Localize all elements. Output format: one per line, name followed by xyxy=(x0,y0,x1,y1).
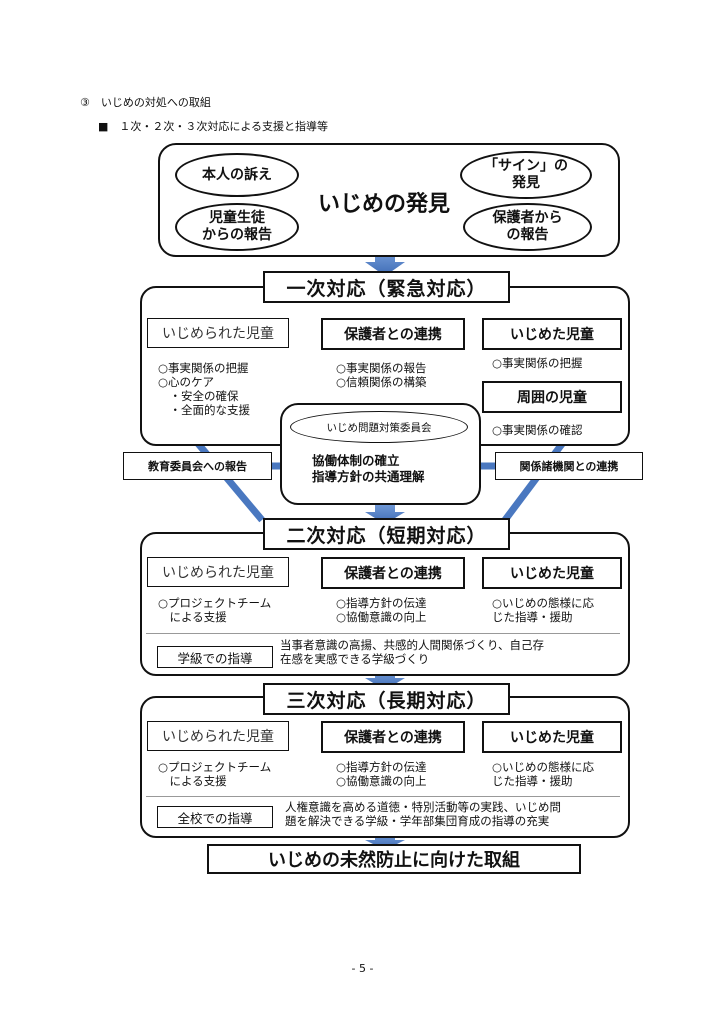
stage2-parents-items: ○指導方針の伝達 ○協働意識の向上 xyxy=(336,596,427,624)
oval-parent-report: 保護者から の報告 xyxy=(463,203,592,251)
stage3-divider xyxy=(146,796,620,797)
subsection-heading: ■ １次・２次・３次対応による支援と指導等 xyxy=(98,120,329,133)
stage1-surrounding-items: ○事実関係の確認 xyxy=(492,423,583,437)
stage1-perpetrator-items: ○事実関係の把握 xyxy=(492,356,583,370)
stage3-title: 三次対応（長期対応） xyxy=(263,683,510,715)
stage1-victim-label: いじめられた児童 xyxy=(147,318,289,348)
section-heading: ③ いじめの対処への取組 xyxy=(80,96,211,109)
stage3-parents-label: 保護者との連携 xyxy=(321,721,465,753)
committee-text: 協働体制の確立 指導方針の共通理解 xyxy=(312,453,425,484)
stage1-parents-label: 保護者との連携 xyxy=(321,318,465,350)
final-prevention-box: いじめの未然防止に向けた取組 xyxy=(207,844,581,874)
stage2-guidance-text: 当事者意識の高揚、共感的人間関係づくり、自己存 在感を実感できる学級づくり xyxy=(280,638,545,666)
arrow-stage3-to-final xyxy=(365,834,405,850)
stage3-victim-label: いじめられた児童 xyxy=(147,721,289,751)
arrow-stage2-to-stage3 xyxy=(365,672,405,690)
stage3-guidance-text: 人権意識を高める道徳・特別活動等の実践、いじめ問 題を解決できる学級・学年部集団… xyxy=(285,800,561,828)
stage1-surrounding-label: 周囲の児童 xyxy=(482,381,622,413)
oval-sign-discovery: 「サイン」の 発見 xyxy=(460,151,592,199)
stage3-victim-items: ○プロジェクトチーム による支援 xyxy=(158,760,272,788)
arrow-committee-to-stage2 xyxy=(365,505,405,524)
related-agencies-cooperation: 関係諸機関との連携 xyxy=(495,452,643,480)
committee-name: いじめ問題対策委員会 xyxy=(290,411,468,443)
stage1-parents-items: ○事実関係の報告 ○信頼関係の構築 xyxy=(336,361,427,389)
stage2-parents-label: 保護者との連携 xyxy=(321,557,465,589)
stage2-perpetrator-items: ○いじめの態様に応 じた指導・援助 xyxy=(492,596,595,624)
stage1-perpetrator-label: いじめた児童 xyxy=(482,318,622,350)
stage3-guidance-label: 全校での指導 xyxy=(157,806,273,828)
stage2-perpetrator-label: いじめた児童 xyxy=(482,557,622,589)
stage2-title: 二次対応（短期対応） xyxy=(263,518,510,550)
stage3-parents-items: ○指導方針の伝達 ○協働意識の向上 xyxy=(336,760,427,788)
stage1-victim-items: ○事実関係の把握 ○心のケア ・安全の確保 ・全面的な支援 xyxy=(158,361,250,417)
board-of-education-report: 教育委員会への報告 xyxy=(123,452,272,480)
stage2-victim-items: ○プロジェクトチーム による支援 xyxy=(158,596,272,624)
discovery-title: いじめの発見 xyxy=(318,192,451,217)
stage2-victim-label: いじめられた児童 xyxy=(147,557,289,587)
arrow-discovery-to-stage1 xyxy=(365,253,405,276)
stage2-guidance-label: 学級での指導 xyxy=(157,646,273,668)
stage3-perpetrator-items: ○いじめの態様に応 じた指導・援助 xyxy=(492,760,595,788)
oval-self-report: 本人の訴え xyxy=(175,153,299,197)
stage1-title: 一次対応（緊急対応） xyxy=(263,271,510,303)
stage2-divider xyxy=(146,633,620,634)
stage3-perpetrator-label: いじめた児童 xyxy=(482,721,622,753)
page-number: - 5 - xyxy=(351,962,374,975)
oval-student-report: 児童生徒 からの報告 xyxy=(175,203,299,251)
